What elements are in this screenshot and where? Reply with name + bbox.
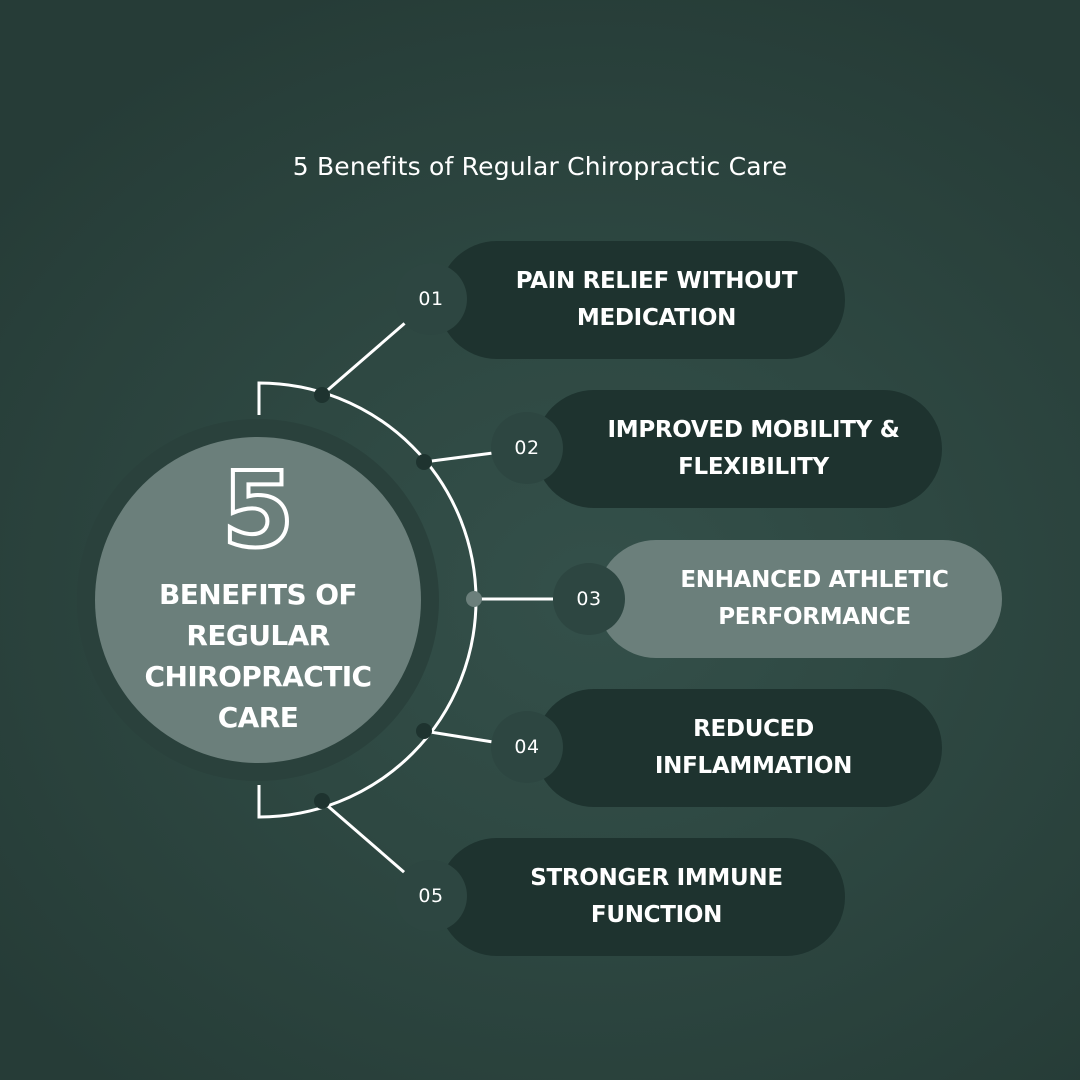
branch-line-01 bbox=[321, 321, 406, 397]
benefit-number-04: 04 bbox=[514, 736, 540, 758]
benefit-pill-02: IMPROVED MOBILITY & FLEXIBILITY bbox=[535, 390, 942, 508]
arc-dot-04 bbox=[416, 723, 432, 739]
benefit-number-03: 03 bbox=[576, 588, 602, 610]
branch-line-04 bbox=[423, 729, 494, 744]
benefit-number-badge-04: 04 bbox=[491, 711, 563, 783]
benefit-number-badge-03: 03 bbox=[553, 563, 625, 635]
benefit-pill-01: PAIN RELIEF WITHOUT MEDICATION bbox=[438, 241, 845, 359]
page-title: 5 Benefits of Regular Chiropractic Care bbox=[292, 152, 788, 181]
benefit-number-badge-02: 02 bbox=[491, 412, 563, 484]
benefit-label-04: REDUCED INFLAMMATION bbox=[654, 716, 853, 779]
benefit-pill-04: REDUCED INFLAMMATION bbox=[535, 689, 942, 807]
benefit-number-badge-01: 01 bbox=[395, 263, 467, 335]
arc-dot-01 bbox=[314, 387, 330, 403]
benefit-label-02: IMPROVED MOBILITY & FLEXIBILITY bbox=[607, 417, 900, 480]
benefit-label-05: STRONGER IMMUNE FUNCTION bbox=[530, 865, 783, 928]
arc-dot-03 bbox=[466, 591, 482, 607]
benefit-label-01: PAIN RELIEF WITHOUT MEDICATION bbox=[515, 268, 798, 331]
branch-line-02 bbox=[423, 451, 494, 464]
benefit-number-01: 01 bbox=[418, 288, 444, 310]
center-number: 5 bbox=[220, 449, 296, 571]
benefit-label-03: ENHANCED ATHLETIC PERFORMANCE bbox=[680, 567, 949, 630]
benefit-pill-03: ENHANCED ATHLETIC PERFORMANCE bbox=[597, 540, 1002, 658]
benefit-number-02: 02 bbox=[514, 437, 540, 459]
center-title: BENEFITS OF REGULAR CHIROPRACTIC CARE bbox=[144, 578, 373, 734]
arc-dot-05 bbox=[314, 793, 330, 809]
benefit-number-05: 05 bbox=[418, 885, 444, 907]
benefit-pill-05: STRONGER IMMUNE FUNCTION bbox=[438, 838, 845, 956]
center-circle bbox=[95, 437, 421, 763]
arc-dot-02 bbox=[416, 454, 432, 470]
branch-line-05 bbox=[321, 799, 406, 875]
benefit-number-badge-05: 05 bbox=[395, 860, 467, 932]
